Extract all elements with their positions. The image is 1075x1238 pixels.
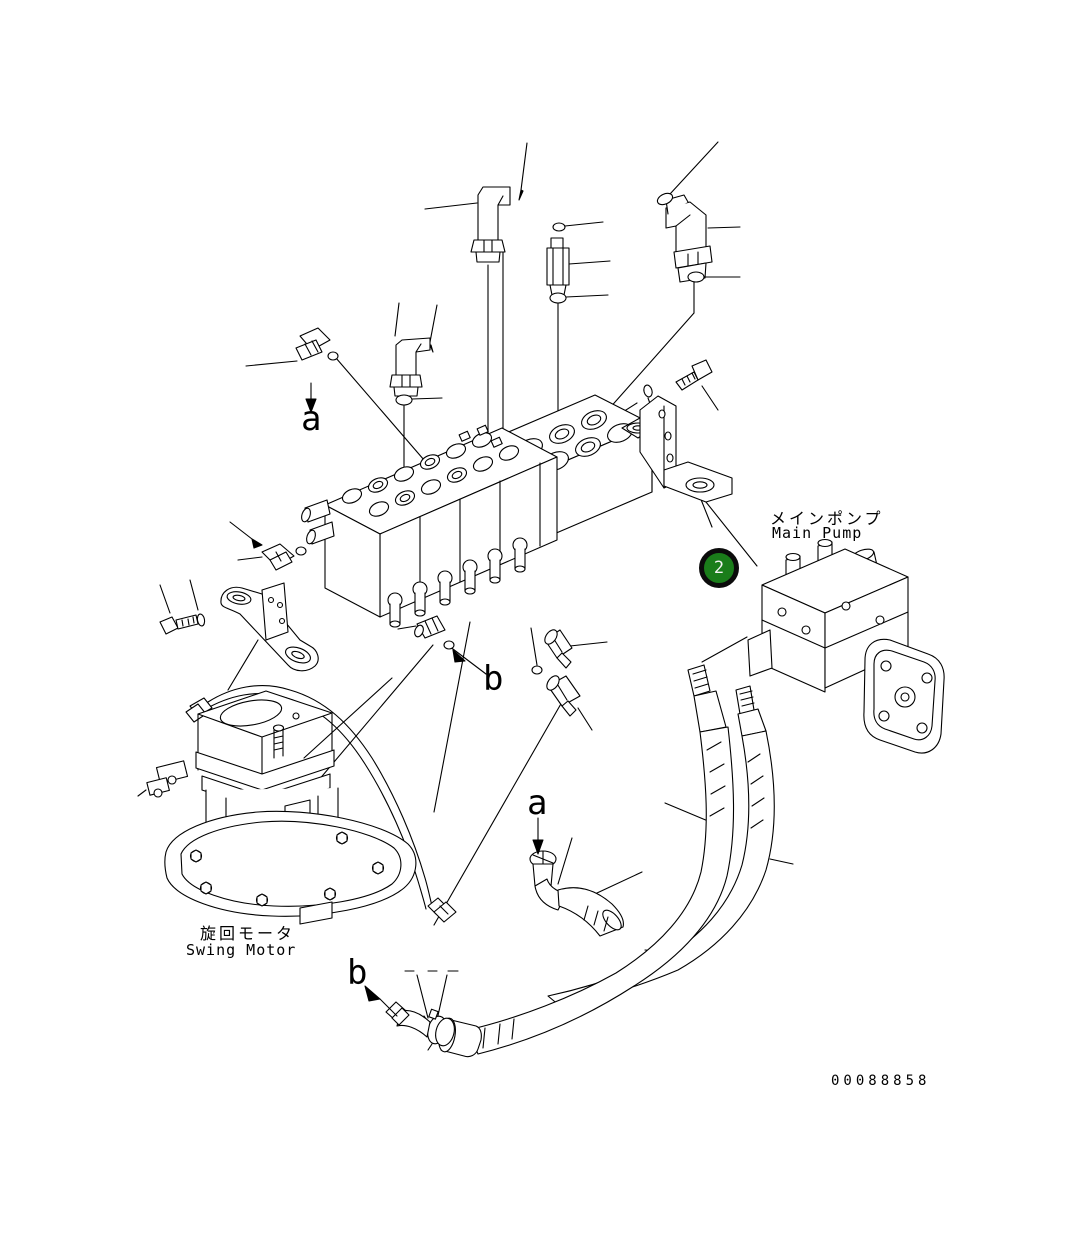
o-ring-left-mid [395, 394, 413, 406]
o-ring-left-upper [327, 351, 339, 361]
ref-label-a-valve: a [301, 399, 322, 439]
hose-a [438, 664, 735, 1058]
sensor-fitting-lower [546, 675, 581, 717]
hose-end-elbow [385, 1001, 431, 1038]
sensor-fitting-upper [544, 629, 573, 669]
arrow-a-hose [532, 817, 544, 855]
swing-motor-label-en: Swing Motor [186, 941, 297, 959]
valve-spools [387, 537, 528, 628]
elbow-fitting-left-upper [295, 327, 331, 361]
o-ring-mid-center [531, 665, 543, 675]
ref-label-b-hose: b [347, 953, 368, 993]
o-ring-small-top [552, 222, 566, 232]
o-ring-top-right-upper [656, 192, 674, 206]
swing-motor-label-ja: 旋回モータ [200, 924, 296, 943]
mount-bracket-right [621, 395, 733, 503]
part-callout-2[interactable]: 2 [699, 548, 739, 588]
main-pump-label-en: Main Pump [772, 524, 863, 542]
swing-motor [137, 690, 417, 925]
valve-ports [341, 432, 520, 517]
pin-top [518, 142, 528, 201]
mount-bracket-left [220, 582, 319, 672]
control-valve [301, 394, 653, 628]
hose-clamp [423, 1008, 455, 1051]
main-pump [747, 538, 945, 754]
arrow-b-valve [452, 649, 466, 663]
arrow-a-valve [305, 382, 317, 413]
swing-motor-relief-valve [137, 760, 189, 798]
swing-motor-stud [272, 724, 285, 759]
ref-label-a-hose: a [527, 783, 548, 823]
o-ring-mid-b [443, 640, 455, 650]
bolt-left [159, 614, 199, 635]
o-ring-top-right-lower [687, 271, 705, 283]
bolt-right [675, 359, 713, 391]
o-ring-top-center [549, 292, 567, 304]
pilot-hose-hatching [583, 905, 609, 932]
straight-fitting-top [546, 237, 570, 296]
pilot-hose-fitting [529, 850, 624, 937]
elbow-fitting-top-left [470, 186, 511, 263]
elbow-fitting-top-right [665, 194, 713, 283]
o-ring-valve-left [295, 546, 307, 556]
ref-label-b-valve: b [483, 659, 504, 699]
main-pump-label-ja: メインポンプ [770, 509, 884, 528]
leader-lines [159, 141, 794, 1021]
arrow-insert-left [251, 538, 263, 549]
flange-bolts [189, 831, 385, 907]
drawing-number: 00088858 [831, 1073, 931, 1089]
arrow-b-hose [364, 985, 398, 1017]
washer-left [196, 613, 206, 627]
elbow-fitting-valve-left [261, 543, 295, 571]
elbow-fitting-left-mid [389, 337, 434, 397]
straight-fitting-mid [414, 615, 446, 639]
washer-right [643, 384, 653, 398]
thin-hose-end-fitting [427, 897, 457, 923]
hose-b-hatching [747, 753, 765, 829]
